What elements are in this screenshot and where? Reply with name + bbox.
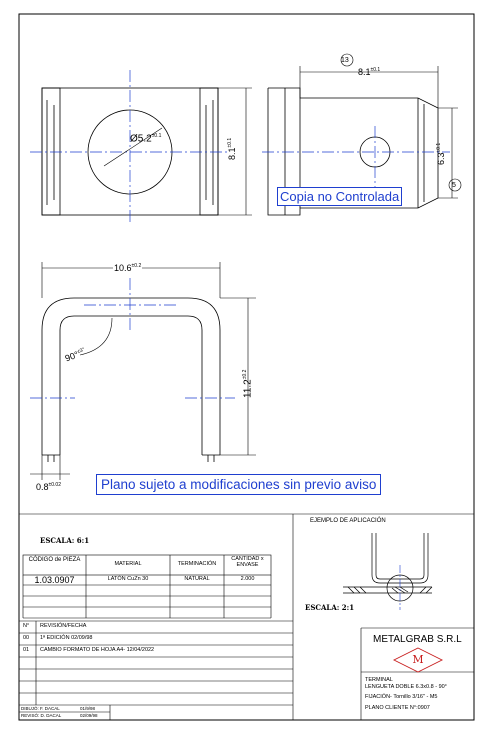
description-line-3: FIJACIÓN- Tornillo 3/16" - M5 [365,694,438,700]
title-block [19,513,474,720]
thickness-tolerance: ±0.02 [48,482,61,488]
company-name: METALGRAB S.R.L [373,634,462,645]
application-scale-label: ESCALA: 2:1 [305,603,355,612]
checked-by: REVISÓ: D. DACAL [21,713,62,718]
front-height-dimension [218,87,252,216]
front-height-tolerance: ±0.1 [227,137,233,148]
thickness-number: 0.8 [36,482,49,492]
drawn-by: DIBUJÓ: F. DACAL [21,706,60,711]
header-quantity: CANTIDAD x ENVASE [231,556,264,568]
bent-centerlines [30,278,235,399]
top-length-number: 8.1 [358,67,371,77]
revision-header: REVISIÓN/FECHA [40,623,87,629]
bend-angle-tolerance: ±3° [76,346,86,356]
balloon-13 [340,53,354,67]
top-length-tolerance: ±0.1 [370,67,381,73]
side-height-dimension [438,107,458,199]
leg-height-number: 11.2 [242,379,254,398]
width-tolerance: ±0.2 [131,263,142,269]
bent-view [41,297,221,462]
scale-label: ESCALA: 6:1 [40,536,90,545]
drawn-date: 01/9/98 [80,706,96,711]
top-length-value: 8.1±0.1 [358,68,380,77]
leg-height-label: 11.2±0.2 [242,369,254,398]
part-code: 1.03.0907 [34,575,75,585]
part-material: LATÓN CuZn 30 [107,576,149,582]
subject-to-change-note: Plano sujeto a modificaciones sin previo… [96,474,382,495]
sheet-border [18,13,475,721]
part-finish: NATURAL [184,576,210,582]
revision-no-header: N° [23,623,30,629]
width-label: 10.6±0.2 [113,263,143,273]
revision-1-text: CAMBIO FORMATO DE HOJA A4- 12/04/2022 [40,647,155,653]
balloon-13-label: 13 [341,57,349,64]
leg-height-dimension [220,297,256,456]
application-example [343,533,433,602]
application-example-label: EJEMPLO DE APLICACIÓN [310,518,386,524]
leg-height-tolerance: ±0.2 [242,369,248,380]
side-height-tolerance: ±0.1 [436,142,442,153]
side-centerlines [262,126,450,196]
angle-arc [79,317,113,356]
company-logo [392,647,444,673]
checked-date: 02/09/98 [80,713,98,718]
front-height-label: 8.1±0.1 [227,137,237,160]
side-height-number: 6.3 [436,152,446,165]
side-length-dimension [299,66,439,108]
hole-diameter-number: Ø5.2 [130,133,152,145]
revision-1-no: 01 [23,647,30,653]
front-height-number: 8.1 [227,147,237,160]
header-material: MATERIAL [114,561,142,567]
description-line-2: LENGUETA DOBLE 6.3x0.8 - 90° [365,684,447,690]
width-number: 10.6 [114,263,132,273]
side-height-label: 6.3±0.1 [436,142,446,165]
balloon-5-label: 5 [452,182,456,189]
part-quantity: 2.000 [240,576,255,582]
hole-diameter-tolerance: ±0.1 [151,133,162,139]
thickness-dimension [30,455,70,480]
front-centerlines [30,70,230,225]
diameter-leader [103,127,163,167]
revision-0-no: 00 [23,635,30,641]
description-line-4: PLANO CLIENTE N°:0907 [365,705,430,711]
header-finish: TERMINACIÓN [177,561,217,567]
logo-letter: M [412,653,424,666]
balloon-5 [448,178,462,192]
revision-0-text: 1ª EDICIÓN 02/09/98 [40,635,93,641]
thickness-label: 0.8±0.02 [36,483,61,492]
description-line-1: TERMINAL [365,677,393,683]
uncontrolled-copy-stamp: Copia no Controlada [277,187,403,206]
header-code: CÓDIGO de PIEZA [28,557,81,563]
hole-diameter-label: Ø5.2±0.1 [130,134,161,144]
